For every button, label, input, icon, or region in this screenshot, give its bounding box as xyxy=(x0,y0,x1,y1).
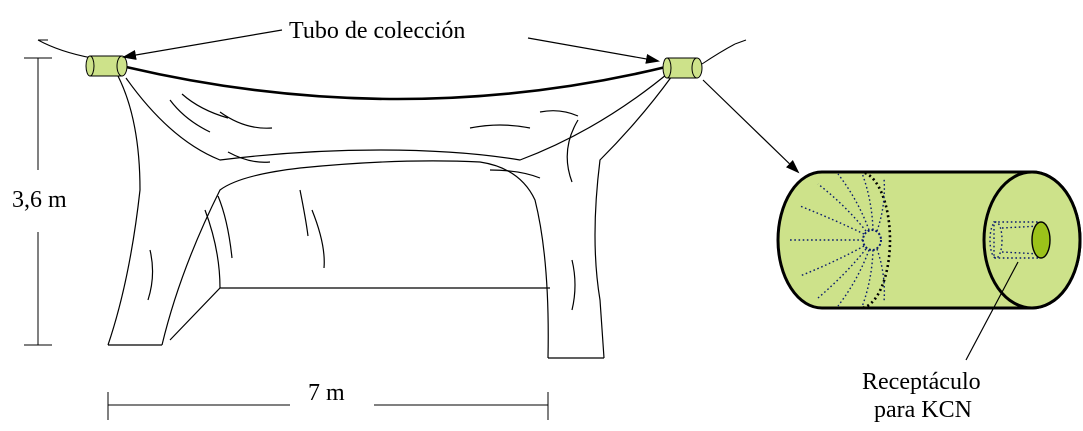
width-label: 7 m xyxy=(308,380,345,406)
enlarged-collection-tube xyxy=(776,170,1082,310)
width-dimension xyxy=(107,392,549,420)
height-dimension xyxy=(24,57,52,346)
arrow-to-enlarged-tube xyxy=(702,79,800,174)
collection-tube-right xyxy=(662,57,703,79)
arrow-to-left-tube xyxy=(122,29,283,60)
net-fabric xyxy=(107,69,673,359)
receptacle-label-line1: Receptáculo xyxy=(862,369,981,395)
hanging-cords xyxy=(37,39,747,65)
receptacle-pointer xyxy=(965,261,1019,361)
collection-tube-left xyxy=(85,55,128,77)
receptacle-label-line2: para KCN xyxy=(874,397,972,423)
suspension-line xyxy=(121,64,671,101)
height-label: 3,6 m xyxy=(12,187,67,213)
collection-tube-label: Tubo de colección xyxy=(289,18,465,44)
arrow-to-right-tube xyxy=(527,37,660,64)
